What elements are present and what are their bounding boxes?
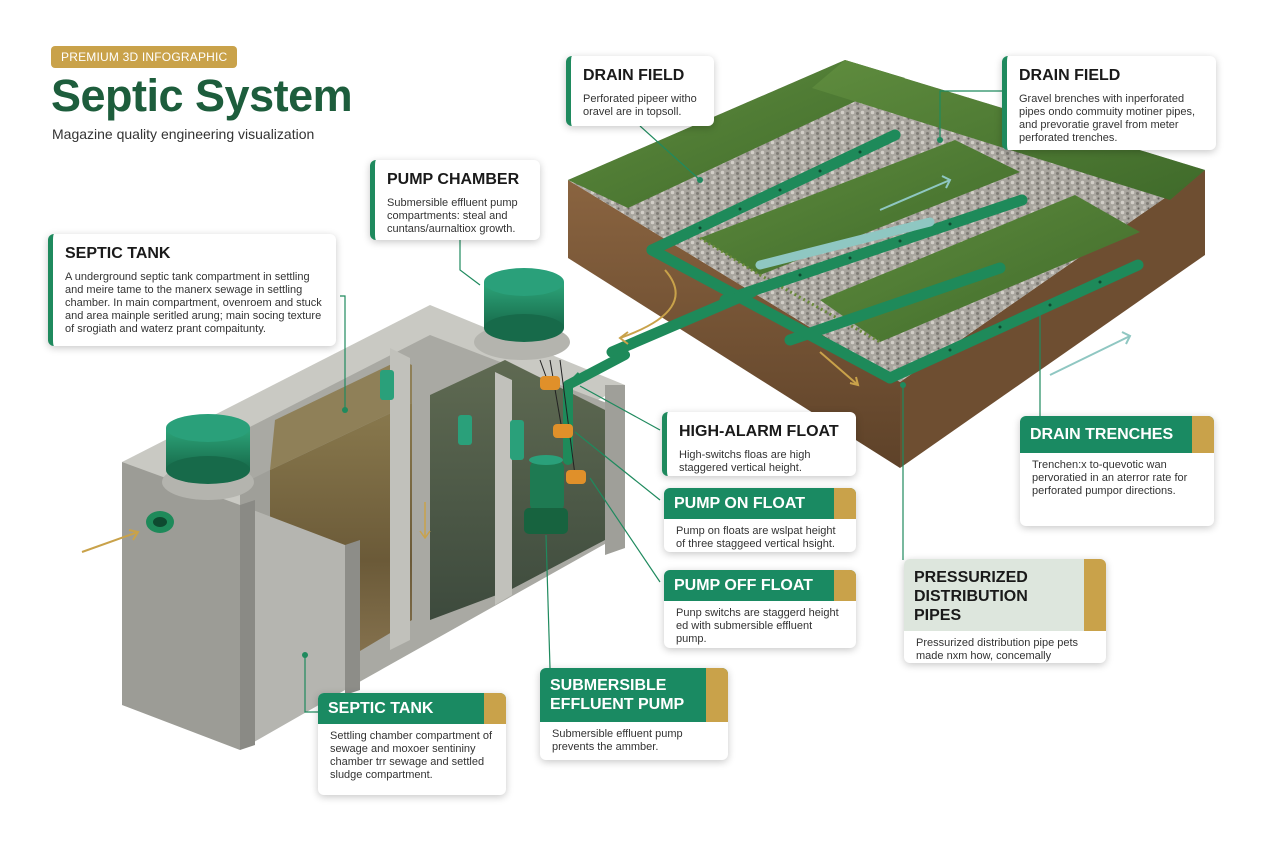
- callout-title: DRAIN FIELD: [1019, 67, 1121, 84]
- callout-text: Pump on floats are wslpat height of thre…: [676, 525, 836, 550]
- callout-text: Punp switchs are staggerd height ed with…: [676, 607, 839, 645]
- callout-title: PUMP CHAMBER: [387, 171, 520, 188]
- callout-drain-trenches: DRAIN TRENCHES Trenchen:x to-quevotic wa…: [1020, 416, 1214, 526]
- callout-drain-field-top: DRAIN FIELD Perforated pipeer witho orav…: [566, 56, 714, 126]
- callout-pressurized-pipes: PRESSURIZED DISTRIBUTION PIPES Pressuriz…: [904, 559, 1106, 663]
- callout-text: A underground septic tank compartment in…: [65, 271, 322, 335]
- callout-pump-off-float: PUMP OFF FLOAT Punp switchs are staggerd…: [664, 570, 856, 648]
- callout-text: High-switchs floas are high staggered ve…: [679, 449, 811, 474]
- page-subtitle: Magazine quality engineering visualizati…: [52, 126, 315, 142]
- callout-text: Pressurized distribution pipe pets made …: [916, 637, 1079, 662]
- callout-title: PUMP OFF FLOAT: [664, 570, 856, 601]
- callout-title: SEPTIC TANK: [318, 693, 506, 724]
- septic-tank-structure: [81, 268, 630, 750]
- callout-title: DRAIN FIELD: [583, 67, 685, 84]
- page-title: Septic System: [51, 70, 353, 121]
- callout-pump-chamber: PUMP CHAMBER Submersible effluent pump c…: [370, 160, 540, 240]
- callout-drain-field-right: DRAIN FIELD Gravel brenches with inperfo…: [1002, 56, 1216, 150]
- drain-field-block: [568, 60, 1205, 468]
- callout-title: SUBMERSIBLE EFFLUENT PUMP: [540, 668, 728, 722]
- callout-pump-on-float: PUMP ON FLOAT Pump on floats are wslpat …: [664, 488, 856, 552]
- callout-text: Trenchen:x to-quevotic wan pervoratied i…: [1032, 459, 1188, 497]
- callout-high-alarm-float: HIGH-ALARM FLOAT High-switchs floas are …: [662, 412, 856, 476]
- callout-text: Submersible effluent pump compartments: …: [387, 197, 518, 235]
- callout-septic-tank-top: SEPTIC TANK A underground septic tank co…: [48, 234, 336, 346]
- leader-dots: [302, 137, 1043, 658]
- callout-text: Submersible effluent pump prevents the a…: [552, 728, 683, 753]
- callout-title: PUMP ON FLOAT: [664, 488, 856, 519]
- callout-text: Gravel brenches with inperforated pipes …: [1019, 93, 1196, 144]
- callout-septic-tank-bottom: SEPTIC TANK Settling chamber compartment…: [318, 693, 506, 795]
- callout-title: DRAIN TRENCHES: [1020, 416, 1214, 453]
- infographic-badge: PREMIUM 3D INFOGRAPHIC: [51, 46, 238, 68]
- callout-text: Perforated pipeer witho oravel are in to…: [583, 93, 697, 118]
- callout-text: Settling chamber compartment of sewage a…: [330, 730, 493, 781]
- callout-title: PRESSURIZED DISTRIBUTION PIPES: [904, 559, 1106, 631]
- callout-title: HIGH-ALARM FLOAT: [679, 423, 839, 440]
- callout-title: SEPTIC TANK: [65, 245, 171, 262]
- callout-submersible-pump: SUBMERSIBLE EFFLUENT PUMP Submersible ef…: [540, 668, 728, 760]
